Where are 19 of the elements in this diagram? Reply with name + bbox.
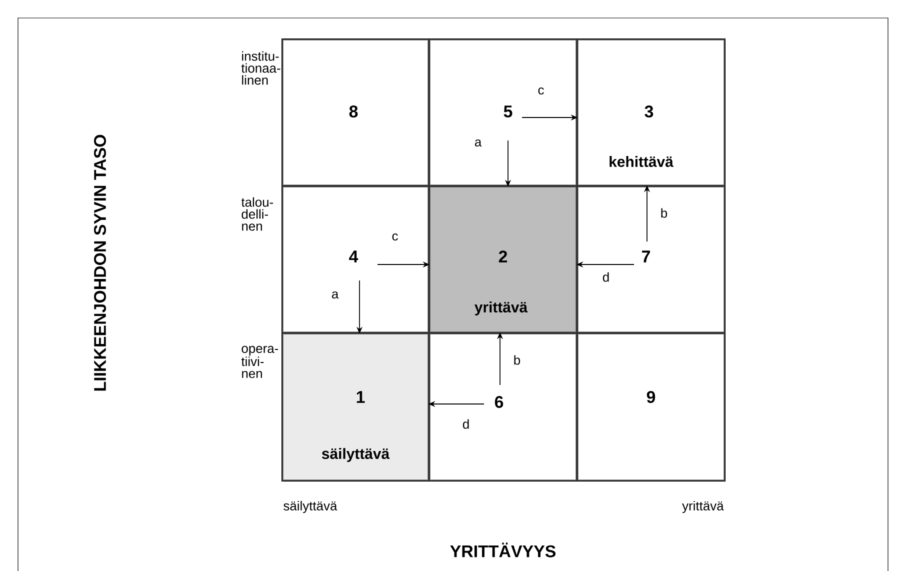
- grid-cell: 8: [282, 40, 428, 186]
- grid-cell: 9: [578, 334, 724, 480]
- row-label: opera- tiivi- nen: [241, 346, 278, 378]
- edge-label: c: [392, 233, 398, 241]
- grid-cell: 2 yrittävä: [430, 186, 576, 332]
- axis-title: LIIKKEENJOHDON SYVIN TASO: [94, 134, 106, 391]
- row-label: talou- delli- nen: [241, 197, 274, 231]
- edge-label: d: [602, 272, 609, 282]
- edge-label: a: [332, 291, 339, 299]
- column-label: säilyttävä: [284, 500, 338, 514]
- edge-label: a: [474, 139, 482, 147]
- column-label: yrittävä: [682, 500, 724, 514]
- edge-label: c: [538, 87, 544, 95]
- edge-label: b: [514, 355, 520, 365]
- edge-label: d: [462, 419, 469, 429]
- axis-title: YRITTÄVYYS: [450, 542, 556, 558]
- grid-cell: 1 säilyttävä: [282, 334, 428, 480]
- edge-label: b: [661, 208, 668, 218]
- grid-cell: 3 kehittävä: [578, 40, 724, 186]
